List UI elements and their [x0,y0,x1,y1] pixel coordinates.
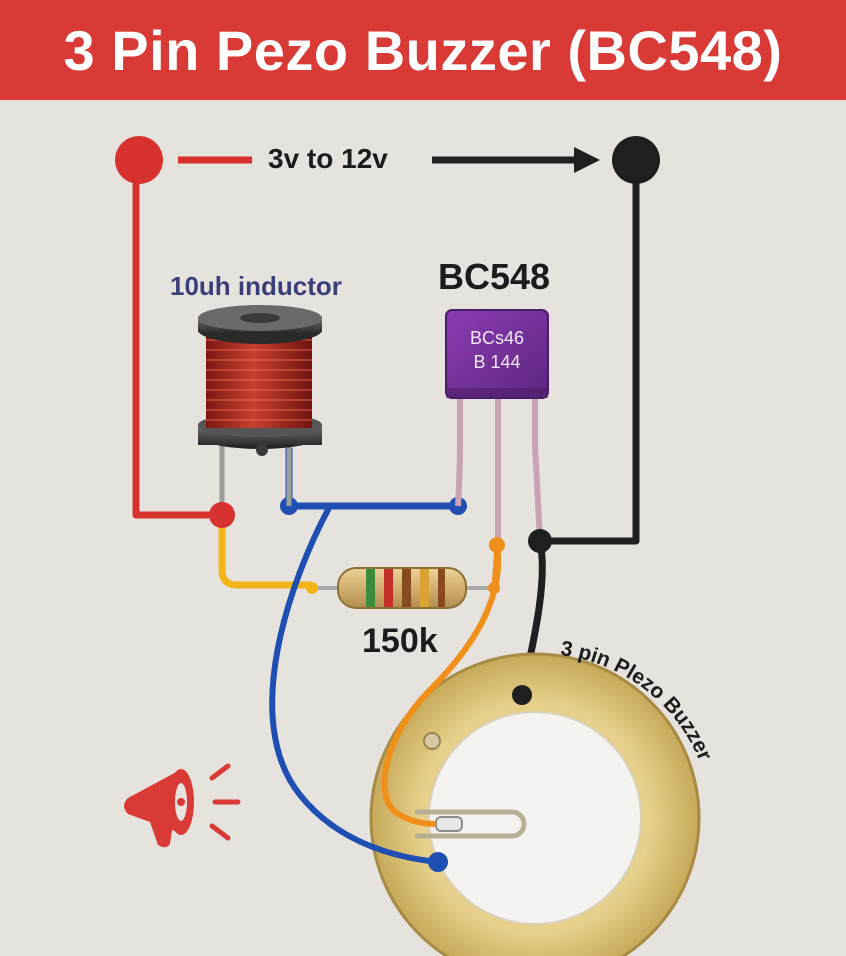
emitter-junction [528,529,552,553]
orange-wire [381,544,502,827]
transistor-marking-2: B 144 [473,352,520,372]
resistor-label: 150k [362,622,438,660]
page-title: 3 Pin Pezo Buzzer (BC548) [63,18,783,82]
positive-terminal [115,136,163,184]
yellow-wire [218,515,312,589]
supply-voltage-label: 3v to 12v [268,143,388,174]
inductor-junction [209,502,235,528]
transistor-label: BC548 [438,256,551,297]
title-banner: 3 Pin Pezo Buzzer (BC548) [0,0,846,100]
resistor-right-lead [488,582,500,594]
piezo-ground-pin [512,685,532,705]
piezo-feedback-pin [428,852,448,872]
piezo-buzzer [369,652,701,956]
transistor [445,309,549,545]
inductor-label: 10uh inductor [170,271,342,301]
negative-terminal [612,136,660,184]
resistor [312,544,500,609]
resistor-left-lead [306,582,318,594]
speaker-icon [124,763,241,848]
positive-wire [132,156,252,519]
inductor [198,305,322,515]
transistor-marking-1: BCs46 [470,328,524,348]
